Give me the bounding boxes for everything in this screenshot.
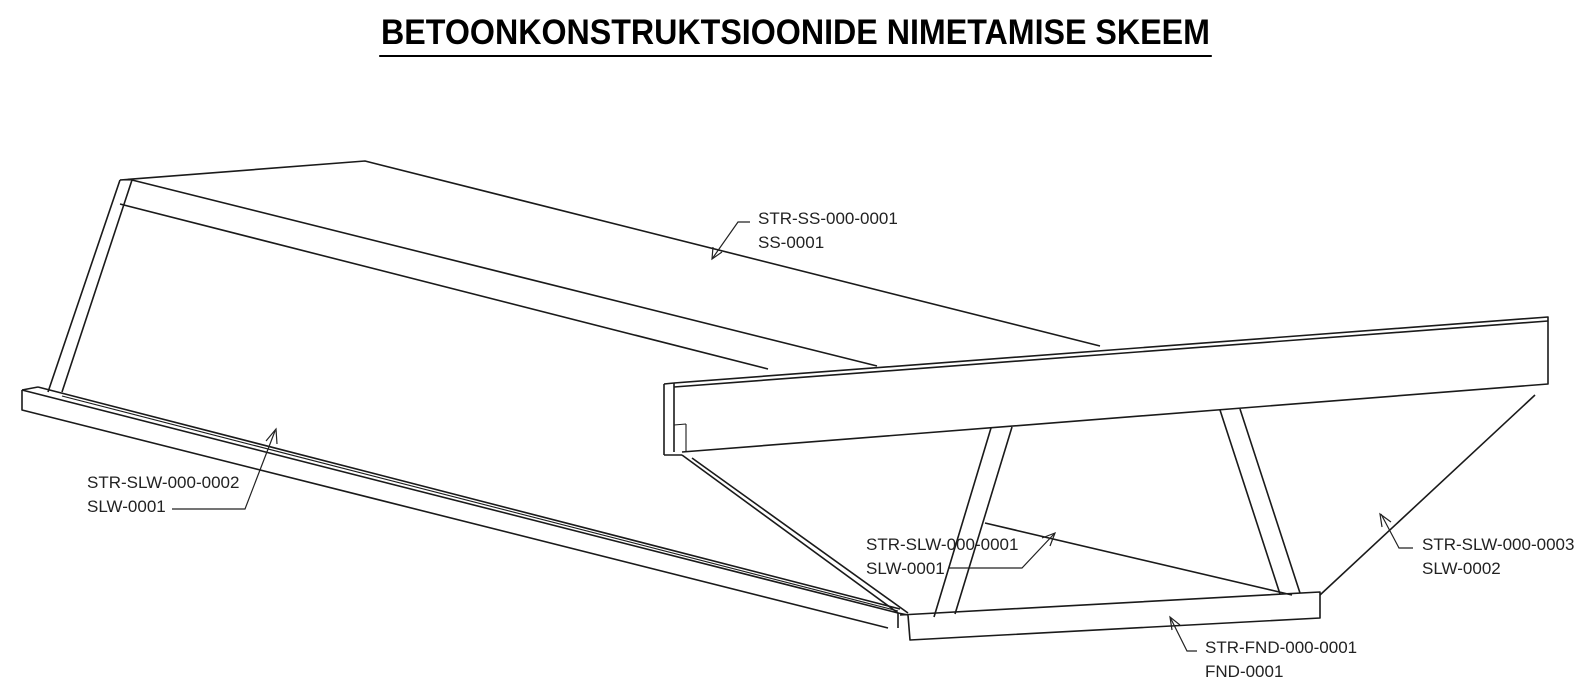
slab-name-label: SS-0001 — [758, 233, 824, 252]
right-wall-edge — [1319, 394, 1536, 596]
middle-strut-left — [933, 426, 1013, 618]
wall-left-code-label: STR-SLW-000-0002 — [87, 473, 239, 492]
wall-right-name-label: SLW-0002 — [1422, 559, 1501, 578]
foundation-plate — [897, 591, 1321, 641]
wall-middle-name-label: SLW-0001 — [866, 559, 945, 578]
slab-code-label: STR-SS-000-0001 — [758, 209, 898, 228]
middle-strut-right — [1219, 408, 1301, 595]
wall-middle-code-label: STR-SLW-000-0001 — [866, 535, 1018, 554]
foundation-code-label: STR-FND-000-0001 — [1205, 638, 1357, 657]
beam-diagonal — [681, 454, 909, 614]
diagram-title: BETOONKONSTRUKTSIOONIDE NIMETAMISE SKEEM — [378, 13, 1212, 57]
wall-right-leader — [1379, 512, 1413, 549]
foundation-leader — [1169, 615, 1197, 652]
wall-left-name-label: SLW-0001 — [87, 497, 166, 516]
diagram-title-container: BETOONKONSTRUKTSIOONIDE NIMETAMISE SKEEM — [0, 13, 1590, 57]
main-beam — [663, 316, 1549, 456]
wall-left-leader — [172, 427, 278, 510]
left-footing — [21, 386, 901, 629]
wall-right-code-label: STR-SLW-000-0003 — [1422, 535, 1574, 554]
left-post — [47, 179, 133, 393]
slab-structure — [119, 160, 1101, 370]
foundation-name-label: FND-0001 — [1205, 662, 1283, 681]
middle-wall-edge — [984, 522, 1293, 596]
wall-middle-leader — [948, 531, 1057, 569]
slab-leader — [711, 221, 750, 261]
